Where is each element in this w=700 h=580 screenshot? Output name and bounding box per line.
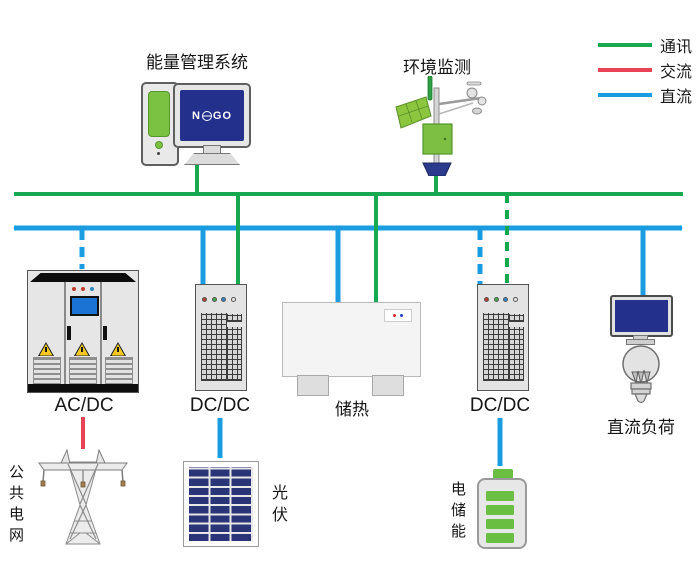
dc-load-monitor <box>610 295 673 337</box>
ac-line-swatch <box>598 68 652 72</box>
battery-bar <box>486 505 514 515</box>
logo-prefix: N <box>191 109 201 122</box>
vent-grid <box>227 314 242 322</box>
cabinet-base <box>28 384 138 392</box>
acdc-label: AC/DC <box>54 395 114 416</box>
led-red <box>202 297 207 302</box>
power-led <box>155 141 163 149</box>
door-divider <box>64 282 66 384</box>
legend-item-ac: 交流 <box>598 58 692 82</box>
drive-led <box>157 152 160 155</box>
monitor-base <box>626 339 655 345</box>
legend-item-dc: 直流 <box>598 83 692 107</box>
cabinet-top-band <box>30 273 136 282</box>
heat-storage-unit <box>282 302 421 377</box>
battery-bar <box>486 533 514 543</box>
led-blue <box>221 297 226 302</box>
indicator-leds <box>202 297 236 302</box>
legend-label-comm: 通讯 <box>660 39 693 56</box>
indicator-leds <box>484 297 518 302</box>
dcdc-battery-label: DC/DC <box>469 395 531 416</box>
heat-label: 储热 <box>335 400 369 419</box>
vent-grille <box>33 357 61 386</box>
led-green <box>493 297 499 302</box>
battery-bar <box>486 519 514 529</box>
vent-grid <box>509 327 524 381</box>
dcdc-converter-battery <box>477 284 529 391</box>
transmission-tower-icon <box>38 449 128 545</box>
legend-item-comm: 通讯 <box>598 33 692 57</box>
warning-icon <box>74 342 90 356</box>
legend-label-ac: 交流 <box>660 64 693 81</box>
battery-bar <box>486 491 514 501</box>
vent-grille <box>69 357 97 386</box>
env-title: 环境监测 <box>403 58 471 77</box>
legend-label-dc: 直流 <box>660 89 693 106</box>
door-divider <box>100 282 102 384</box>
led-red <box>81 287 85 291</box>
vent-grid <box>227 327 242 381</box>
battery-label: 电储能 <box>449 481 466 544</box>
battery-cap <box>493 469 513 479</box>
indicator-leds <box>72 287 94 291</box>
led-gray <box>512 297 518 302</box>
door-handle <box>103 326 107 340</box>
control-panel <box>384 309 412 322</box>
comm-line-swatch <box>598 43 652 47</box>
pv-label: 光伏 <box>269 484 286 528</box>
ems-monitor: N GO <box>173 83 251 148</box>
vent-grille <box>105 357 133 386</box>
warning-icon <box>110 342 126 356</box>
door-handle <box>67 326 71 340</box>
monitor-screen <box>615 300 668 332</box>
ems-title: 能量管理系统 <box>146 53 248 72</box>
heat-storage-foot <box>297 375 329 396</box>
vent-grid <box>509 314 524 322</box>
dcload-label: 直流负荷 <box>607 418 675 437</box>
cabinet-display <box>70 296 99 316</box>
vent-grid <box>201 313 227 381</box>
acdc-converter-cabinet <box>27 270 139 393</box>
dcdc-converter-pv <box>195 284 247 391</box>
dcdc-pv-label: DC/DC <box>189 395 251 416</box>
led-blue <box>400 314 403 317</box>
vent-grid <box>483 313 509 381</box>
ems-monitor-screen: N GO <box>180 90 244 141</box>
heat-storage-foot <box>372 375 404 396</box>
led-blue <box>503 297 508 302</box>
pv-panel <box>183 461 259 547</box>
grid-label: 公共电网 <box>7 464 24 548</box>
tower-front-panel <box>148 91 170 137</box>
warning-icon <box>38 342 54 356</box>
led-blue <box>90 287 94 291</box>
logo-suffix: GO <box>212 109 233 122</box>
lightbulb-icon <box>622 345 660 404</box>
led-red <box>484 297 489 302</box>
led-red <box>72 287 76 291</box>
dc-line-swatch <box>598 93 652 97</box>
weather-station-icon <box>395 76 487 176</box>
pv-cells <box>189 467 253 541</box>
battery-icon <box>477 478 527 549</box>
globe-icon <box>201 110 212 121</box>
ems-computer-tower <box>141 82 179 166</box>
led-red <box>393 314 396 317</box>
led-green <box>211 297 217 302</box>
led-gray <box>230 297 236 302</box>
